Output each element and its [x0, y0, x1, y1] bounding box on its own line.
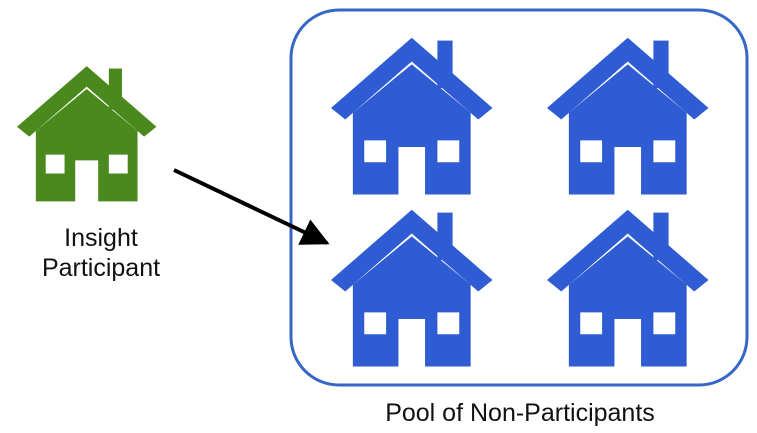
pool-house-icon	[547, 37, 709, 195]
arrow-connector	[173, 168, 330, 245]
participant-house-icon	[17, 66, 157, 202]
pool-house-icon	[547, 209, 709, 367]
pool-container	[289, 8, 749, 387]
pool-house-icon	[331, 209, 493, 367]
participant-label-line2: Participant	[41, 254, 161, 282]
participant-label: Insight Participant	[26, 223, 176, 283]
participant-label-line1: Insight	[64, 224, 138, 252]
pool-house-icon	[331, 37, 493, 195]
pool-label: Pool of Non-Participants	[385, 399, 655, 427]
